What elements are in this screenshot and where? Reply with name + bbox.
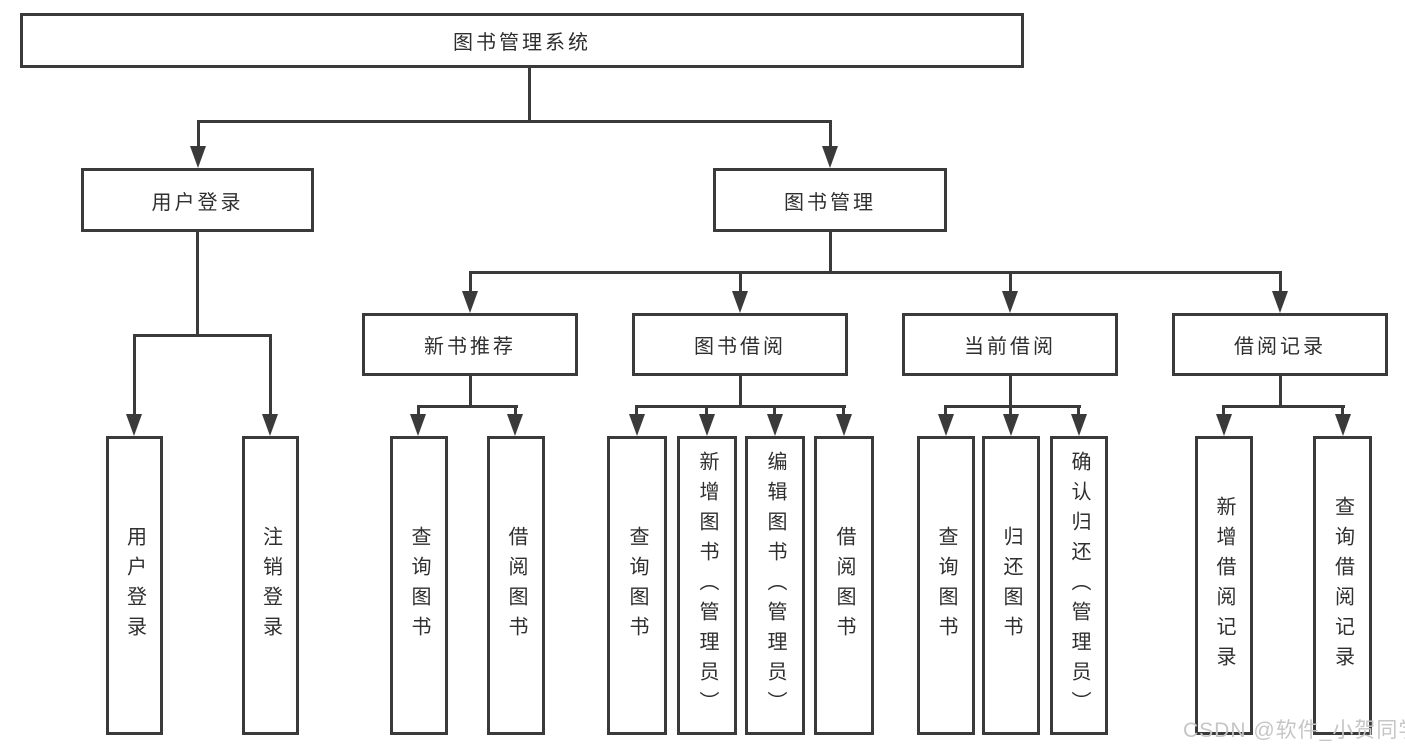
connector-drop-leaf (1222, 405, 1225, 418)
arrow-down-icon (629, 414, 645, 436)
arrow-down-icon (836, 414, 852, 436)
leaf-user-login: 用户登录 (106, 436, 163, 735)
connector-nb-hline (417, 405, 518, 408)
connector-br-stub (1279, 376, 1282, 408)
node-label: 查询图书 (935, 525, 957, 646)
leaf-query-books: 查询图书 (607, 436, 667, 735)
node-label: 新书推荐 (424, 336, 516, 358)
leaf-confirm-return-admin: 确认归还（管理员） (1050, 436, 1108, 735)
node-label: 新增图书（管理员） (696, 450, 718, 721)
node-label: 图书借阅 (694, 336, 786, 358)
connector-drop-current-borrow (1009, 271, 1012, 295)
arrow-down-icon (410, 414, 426, 436)
arrow-down-icon (822, 146, 838, 168)
leaf-borrow-books: 借阅图书 (814, 436, 874, 735)
node-label: 查询借阅记录 (1331, 495, 1354, 676)
leaf-query-books: 查询图书 (390, 436, 448, 735)
node-label: 查询图书 (408, 525, 430, 646)
connector-drop-leaf (944, 405, 947, 418)
arrow-down-icon (1335, 414, 1351, 436)
arrow-down-icon (1272, 291, 1288, 313)
leaf-edit-books-admin: 编辑图书（管理员） (745, 436, 805, 735)
leaf-add-books-admin: 新增图书（管理员） (677, 436, 737, 735)
connector-ul-hline (133, 334, 272, 337)
connector-bm-stub (829, 232, 832, 274)
connector-bb-hline (635, 405, 846, 408)
connector-bm-hline (469, 271, 1282, 274)
connector-drop-book-management (829, 120, 832, 152)
connector-drop-book-borrow (739, 271, 742, 295)
node-book-management: 图书管理 (713, 168, 947, 232)
arrow-down-icon (767, 414, 783, 436)
node-label: 借阅图书 (505, 525, 527, 646)
arrow-down-icon (507, 414, 523, 436)
arrow-down-icon (938, 414, 954, 436)
connector-drop-leaf (417, 405, 420, 418)
connector-drop-leaf (842, 405, 845, 418)
connector-cb-stub (1009, 376, 1012, 408)
node-label: 归还图书 (1000, 525, 1022, 646)
node-borrow-record: 借阅记录 (1172, 313, 1388, 376)
leaf-query-borrow-record: 查询借阅记录 (1313, 436, 1372, 735)
arrow-down-icon (1003, 414, 1019, 436)
arrow-down-icon (1002, 291, 1018, 313)
node-label: 编辑图书（管理员） (764, 450, 786, 721)
node-library-management-system: 图书管理系统 (20, 13, 1024, 68)
node-label: 图书管理 (784, 191, 876, 214)
connector-drop-leaf (1077, 405, 1080, 418)
leaf-borrow-books: 借阅图书 (487, 436, 545, 735)
connector-br-hline (1222, 405, 1345, 408)
connector-drop-leaf (635, 405, 638, 418)
node-book-borrow: 图书借阅 (632, 313, 848, 376)
connector-nb-stub (469, 376, 472, 408)
connector-bb-stub (739, 376, 742, 408)
connector-drop-leaf (773, 405, 776, 418)
arrow-down-icon (462, 291, 478, 313)
arrow-down-icon (1216, 414, 1232, 436)
csdn-watermark: CSDN @软件_小贺同学 (1183, 719, 1405, 742)
connector-drop-leaf (133, 334, 136, 418)
node-label: 用户登录 (123, 525, 146, 646)
connector-drop-user-login (197, 120, 200, 152)
connector-root-hline (197, 120, 831, 123)
node-label: 借阅记录 (1234, 336, 1326, 358)
leaf-logout: 注销登录 (242, 436, 299, 735)
connector-cb-hline (944, 405, 1081, 408)
node-current-borrow: 当前借阅 (902, 313, 1118, 376)
leaf-add-borrow-record: 新增借阅记录 (1195, 436, 1253, 735)
arrow-down-icon (1071, 414, 1087, 436)
arrow-down-icon (699, 414, 715, 436)
leaf-return-books: 归还图书 (982, 436, 1040, 735)
connector-root-stub (528, 68, 531, 123)
connector-drop-leaf (705, 405, 708, 418)
node-label: 图书管理系统 (453, 32, 591, 54)
arrow-down-icon (732, 291, 748, 313)
connector-drop-leaf (1341, 405, 1344, 418)
connector-drop-leaf (1009, 405, 1012, 418)
node-label: 确认归还（管理员） (1068, 450, 1090, 721)
connector-drop-leaf (269, 334, 272, 418)
connector-drop-leaf (514, 405, 517, 418)
node-label: 注销登录 (259, 525, 282, 646)
node-label: 用户登录 (151, 191, 244, 214)
arrow-down-icon (262, 414, 278, 436)
arrow-down-icon (126, 414, 142, 436)
connector-ul-stub (196, 232, 199, 337)
connector-drop-borrow-record (1279, 271, 1282, 295)
node-label: 当前借阅 (964, 336, 1056, 358)
node-label: 新增借阅记录 (1213, 495, 1235, 676)
node-label: 查询图书 (626, 525, 648, 646)
arrow-down-icon (190, 146, 206, 168)
node-label: 借阅图书 (833, 525, 855, 646)
leaf-query-books: 查询图书 (917, 436, 975, 735)
node-user-login: 用户登录 (81, 168, 314, 232)
connector-drop-new-book (469, 271, 472, 295)
node-new-book-recommend: 新书推荐 (362, 313, 578, 376)
